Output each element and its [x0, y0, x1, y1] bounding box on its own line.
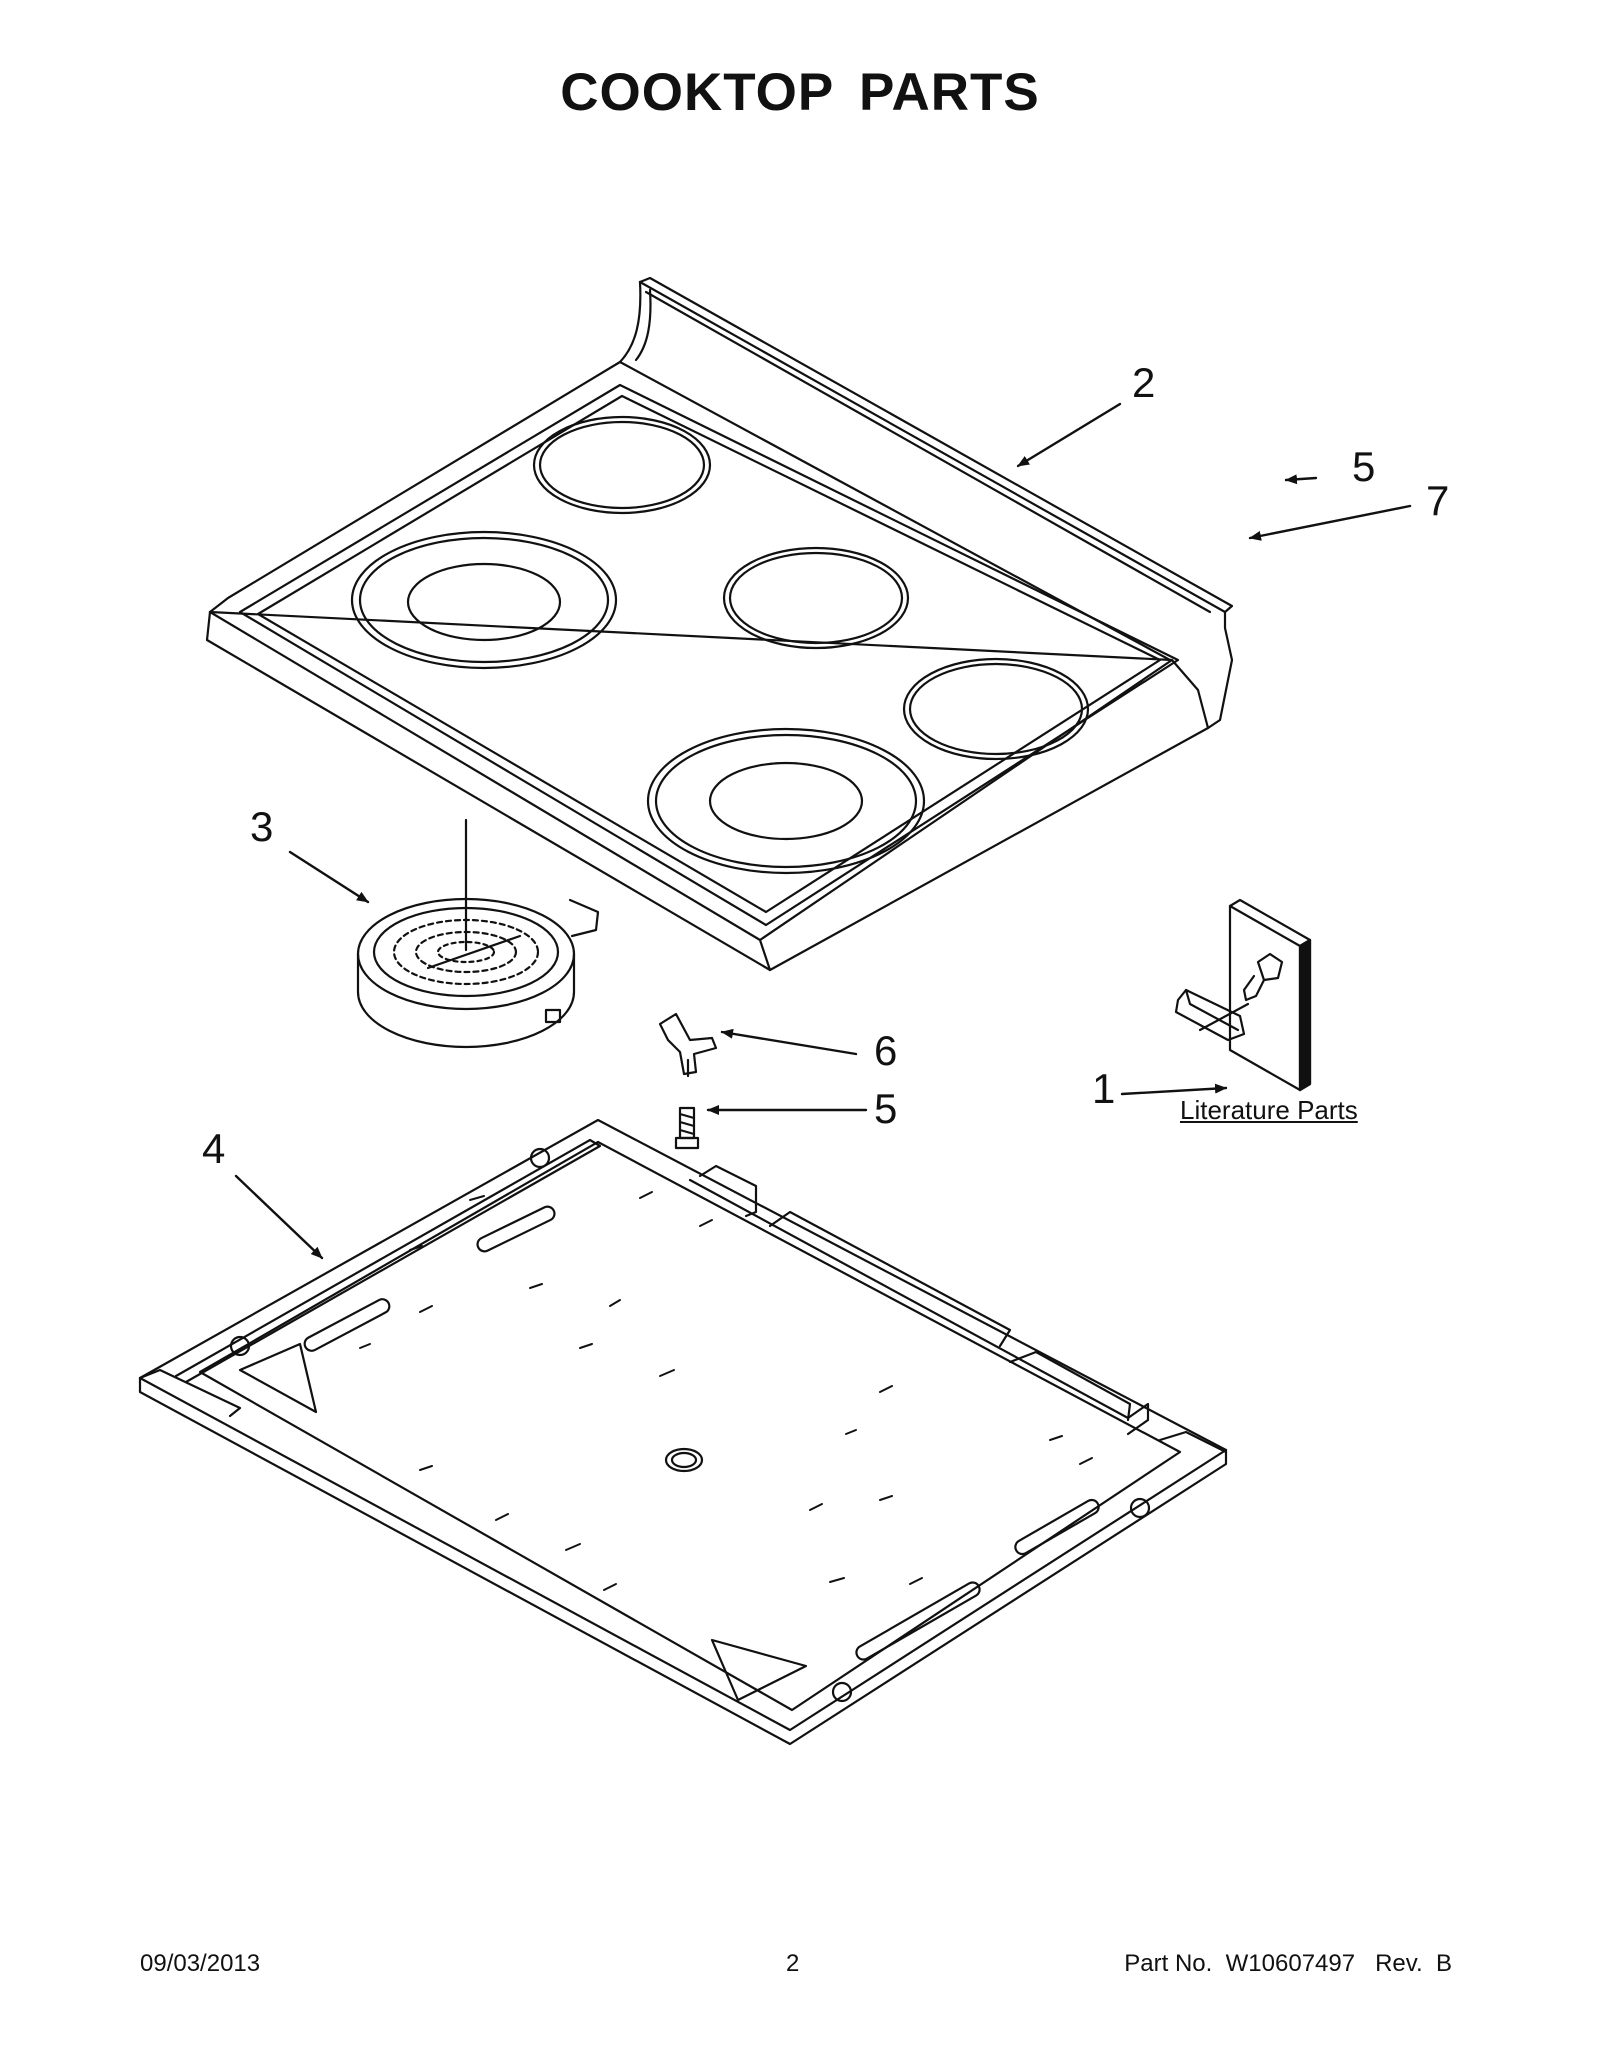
cooktop-support-pan [138, 1118, 1228, 1746]
page-title: COOKTOP PARTS [560, 63, 1040, 122]
cooktop-glass [205, 276, 1234, 972]
footer-part-number: Part No. W10607497 Rev. B [1124, 1950, 1452, 1977]
callout-5-top: 5 [1352, 443, 1376, 490]
callout-3: 3 [250, 803, 274, 850]
radiant-surface-element [356, 818, 600, 1049]
callout-1: 1 [1092, 1065, 1116, 1112]
callout-6: 6 [874, 1027, 898, 1074]
arrow-1 [1120, 1083, 1228, 1096]
callout-4: 4 [202, 1125, 226, 1172]
footer-date: 09/03/2013 [140, 1950, 261, 1977]
arrow-4 [234, 1174, 324, 1260]
arrow-6 [720, 1028, 858, 1056]
callout-5-mid: 5 [874, 1085, 898, 1132]
arrow-2 [1016, 402, 1122, 468]
callout-2: 2 [1132, 359, 1156, 406]
clip-and-screw [658, 1012, 718, 1150]
leader-arrows [234, 402, 1412, 1260]
bracket-and-screw-assembly [1174, 952, 1284, 1042]
arrow-3 [288, 850, 370, 904]
literature-book [1228, 898, 1312, 1092]
arrow-7 [1248, 504, 1412, 541]
callout-7: 7 [1426, 477, 1450, 524]
arrow-5-top [1284, 474, 1318, 485]
footer-page-number: 2 [786, 1950, 800, 1977]
literature-parts-label: Literature Parts [1180, 1095, 1358, 1125]
